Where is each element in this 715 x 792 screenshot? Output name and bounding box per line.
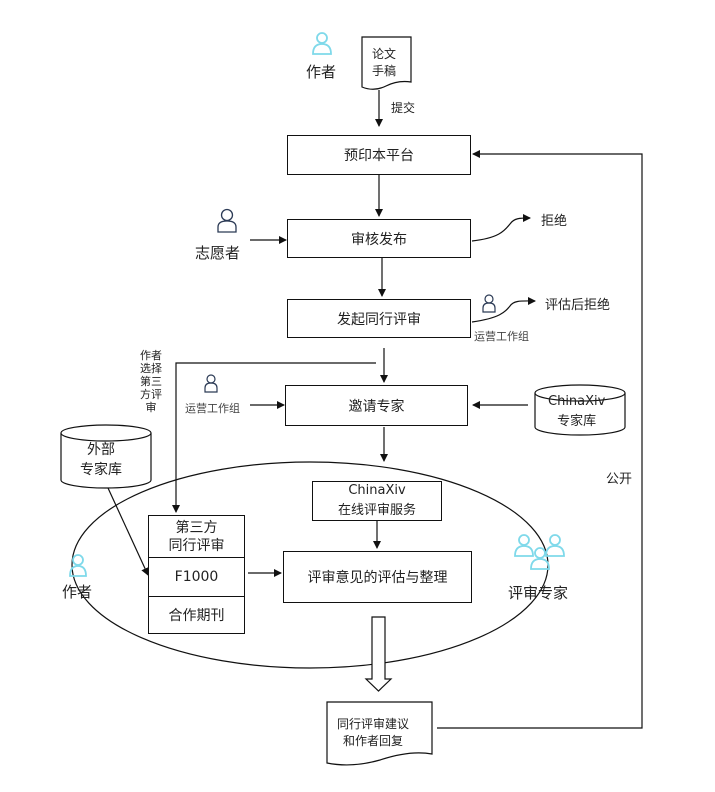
author-bottom-person-icon bbox=[69, 554, 87, 577]
public-label: 公开 bbox=[606, 472, 633, 487]
third-party-item-journals: 合作期刊 bbox=[168, 608, 225, 624]
third-party-review-panel: 第三方 同行评审 F1000 合作期刊 bbox=[148, 515, 245, 634]
evaluate-comments-box: 评审意见的评估与整理 bbox=[283, 551, 472, 603]
ops-group-1-person-icon bbox=[482, 294, 496, 313]
curve-reject bbox=[471, 214, 531, 242]
online-review-service-box: ChinaXiv 在线评审服务 bbox=[312, 481, 442, 521]
reject-label: 拒绝 bbox=[541, 214, 568, 229]
chinaxiv-db-label: ChinaXiv 专家库 bbox=[548, 394, 606, 429]
submit-label: 提交 bbox=[391, 101, 416, 115]
review-publish-box: 审核发布 bbox=[287, 219, 471, 258]
ops-group-2-label: 运营工作组 bbox=[185, 402, 240, 415]
author-bottom-label: 作者 bbox=[62, 583, 93, 601]
external-db-cylinder bbox=[60, 424, 152, 489]
final-doc-shape bbox=[326, 701, 433, 766]
third-party-item-f1000: F1000 bbox=[149, 558, 244, 597]
author-top-person-icon bbox=[312, 32, 332, 55]
author-top-label: 作者 bbox=[306, 63, 337, 81]
initiate-peer-review-box: 发起同行评审 bbox=[287, 299, 471, 338]
reviewers-label: 评审专家 bbox=[508, 584, 569, 602]
external-db-label: 外部 专家库 bbox=[80, 442, 122, 478]
curve-reject-after-eval bbox=[471, 296, 536, 323]
reject-after-eval-label: 评估后拒绝 bbox=[545, 298, 611, 313]
volunteer-person-icon bbox=[217, 208, 237, 233]
ops-group-1-label: 运营工作组 bbox=[474, 330, 529, 343]
preprint-platform-box: 预印本平台 bbox=[287, 135, 471, 175]
hollow-down-arrow bbox=[364, 616, 393, 692]
author-choose-third-party-note: 作者 选择 第三 方评 审 bbox=[140, 349, 162, 414]
chinaxiv-db-cylinder bbox=[534, 384, 626, 436]
invite-experts-box: 邀请专家 bbox=[285, 385, 468, 426]
manuscript-doc: 论文 手稿 bbox=[372, 47, 397, 78]
reviewers-group-icon bbox=[514, 534, 565, 570]
line-third-party-branch bbox=[172, 362, 376, 513]
ops-group-2-person-icon bbox=[204, 374, 218, 393]
volunteers-label: 志愿者 bbox=[195, 244, 241, 262]
third-party-header: 第三方 同行评审 bbox=[149, 516, 244, 558]
arrow-external-db bbox=[107, 487, 149, 576]
line-public-loop bbox=[437, 150, 643, 729]
manuscript-doc-shape bbox=[361, 36, 412, 90]
final-doc: 同行评审建议 和作者回复 bbox=[337, 717, 410, 748]
